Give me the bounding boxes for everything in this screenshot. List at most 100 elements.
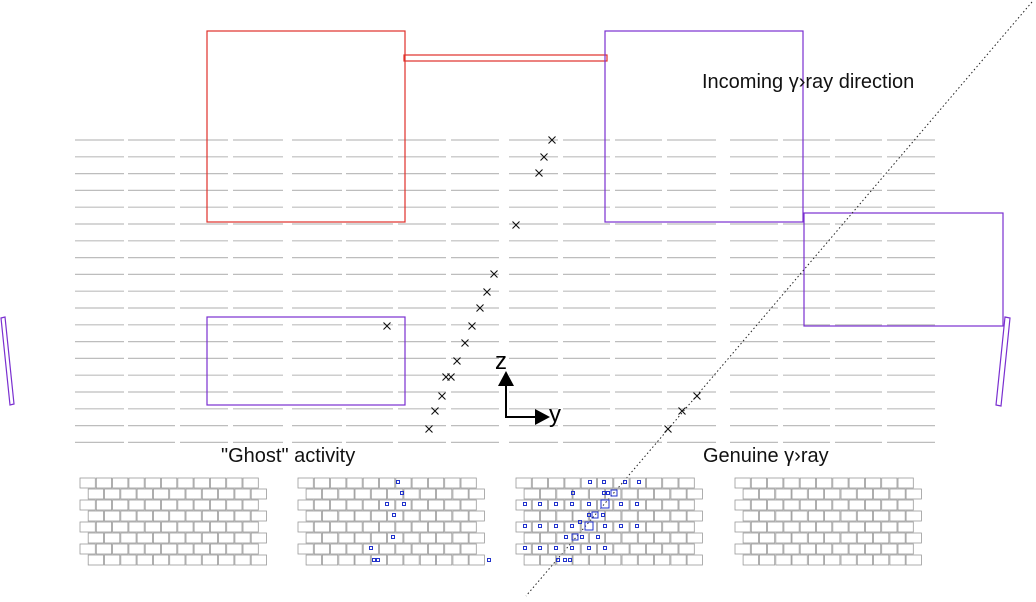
calorimeter-cell	[621, 532, 638, 544]
calorimeter-cell	[209, 521, 227, 533]
x-mark-icon	[442, 373, 450, 381]
calorimeter-cell	[79, 499, 96, 511]
calorimeter-cell	[783, 543, 800, 555]
calorimeter-cell	[362, 499, 379, 511]
calorimeter-cell	[865, 521, 882, 533]
calorimeter-cell	[427, 521, 445, 533]
calorimeter-cell	[670, 532, 687, 544]
calorimeter-cell	[177, 521, 194, 533]
calorimeter-cell	[177, 477, 194, 489]
calorimeter-cell	[468, 532, 485, 544]
cell-hit	[556, 558, 560, 562]
coordinate-axes	[498, 371, 550, 425]
calorimeter-cell	[621, 510, 638, 522]
cell-hit	[571, 533, 579, 541]
calorimeter-cell	[209, 499, 227, 511]
calorimeter-cell	[362, 477, 379, 489]
calorimeter-cell	[540, 532, 557, 544]
calorimeter-cell	[79, 521, 96, 533]
tracker-strips	[75, 139, 935, 443]
calorimeter-cell	[531, 499, 548, 511]
calorimeter-cell	[218, 510, 235, 522]
calorimeter-cell	[767, 477, 784, 489]
calorimeter-cell	[201, 554, 219, 566]
calorimeter-cell	[597, 521, 614, 533]
hit-markers	[383, 136, 701, 433]
calorimeter-cell	[548, 543, 565, 555]
cell-hit	[571, 491, 575, 495]
calorimeter-cell	[897, 521, 914, 533]
calorimeter-cell	[775, 510, 792, 522]
calorimeter-cell	[226, 499, 243, 511]
cell-hit	[523, 502, 527, 506]
calorimeter-cell	[193, 543, 210, 555]
calorimeter-cell	[848, 543, 865, 555]
calorimeter-cell	[234, 532, 251, 544]
calorimeter-cell	[840, 510, 857, 522]
cell-hit	[554, 524, 558, 528]
calorimeter-cell	[613, 521, 630, 533]
calorimeter-cell	[865, 477, 882, 489]
calorimeter-cell	[403, 532, 420, 544]
calorimeter-cell	[321, 554, 339, 566]
calorimeter-cell	[297, 477, 314, 489]
calorimeter-cell	[452, 488, 469, 500]
calorimeter-cell	[427, 477, 445, 489]
calorimeter-cell	[193, 499, 210, 511]
calorimeter-cell	[742, 554, 759, 566]
calorimeter-cell	[905, 532, 922, 544]
calorimeter-cell	[468, 510, 485, 522]
calorimeter-cell	[791, 510, 808, 522]
calorimeter-cell	[832, 477, 849, 489]
calorimeter-cell	[161, 543, 178, 555]
arrow-right-icon	[535, 409, 550, 425]
calorimeter-cell	[468, 554, 485, 566]
calorimeter-cell	[759, 532, 776, 544]
cell-hit	[400, 491, 404, 495]
calorimeter-cell	[767, 499, 784, 511]
calorimeter-cell	[460, 499, 477, 511]
cell-hit	[396, 480, 400, 484]
calorimeter-cell	[120, 510, 137, 522]
calorimeter-cell	[234, 554, 251, 566]
calorimeter-cell	[193, 521, 210, 533]
calorimeter-cell	[460, 477, 477, 489]
calorimeter-cell	[403, 510, 420, 522]
calorimeter-cell	[662, 477, 679, 489]
calorimeter-cell	[881, 477, 898, 489]
calorimeter-cell	[564, 499, 581, 511]
x-mark-icon	[548, 136, 556, 144]
calorimeter-cell	[873, 554, 890, 566]
cell-hit	[584, 521, 594, 531]
cell-hit	[385, 502, 389, 506]
calorimeter-cell	[370, 532, 387, 544]
cell-hit	[570, 502, 574, 506]
red-connector-bar	[403, 54, 608, 62]
calorimeter-cell	[297, 499, 314, 511]
calorimeter-cell	[209, 477, 227, 489]
calorimeter-cell	[161, 499, 178, 511]
x-mark-icon	[425, 425, 433, 433]
calorimeter-cell	[411, 543, 428, 555]
calorimeter-cell	[629, 499, 646, 511]
x-mark-icon	[431, 407, 439, 415]
calorimeter-cell	[226, 521, 243, 533]
calorimeter-cell	[629, 477, 646, 489]
calorimeter-cell	[654, 554, 671, 566]
calorimeter-cell	[816, 521, 833, 533]
calorimeter-cell	[193, 477, 210, 489]
calorimeter-cell	[775, 488, 792, 500]
calorimeter-cell	[824, 532, 841, 544]
cell-hit	[600, 499, 610, 509]
calorimeter-cell	[250, 532, 267, 544]
calorimeter-cell	[775, 554, 792, 566]
cell-hit	[606, 491, 610, 495]
calorimeter-cell	[436, 532, 453, 544]
calorimeter-cell	[403, 488, 420, 500]
calorimeter-cell	[136, 532, 153, 544]
calorimeter-cell	[580, 477, 597, 489]
calorimeter-cell	[750, 499, 767, 511]
calorimeter-cell	[515, 477, 532, 489]
calorimeter-cell	[881, 521, 898, 533]
calorimeter-cell	[873, 510, 890, 522]
